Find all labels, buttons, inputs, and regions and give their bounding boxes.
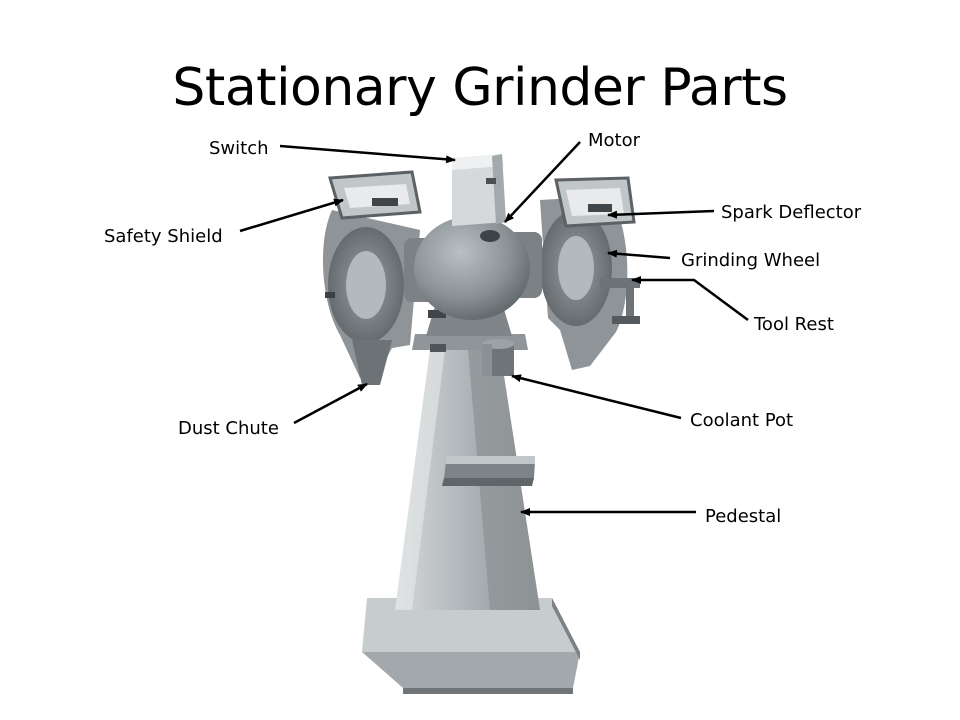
left-shield-frame bbox=[328, 170, 422, 220]
grinding-wheel-leader bbox=[607, 249, 671, 260]
label-spark-deflector: Spark Deflector bbox=[721, 202, 862, 223]
label-tool-rest: Tool Rest bbox=[754, 314, 834, 335]
label-switch: Switch bbox=[209, 138, 269, 159]
label-pedestal: Pedestal bbox=[705, 506, 782, 527]
spark-deflector-leader bbox=[607, 209, 715, 219]
grinder-illustration bbox=[322, 154, 640, 694]
safety-shield-leader bbox=[239, 198, 344, 233]
right-tool-rest bbox=[600, 278, 640, 324]
right-shield-frame bbox=[554, 176, 636, 228]
tool-rest-leader bbox=[631, 276, 749, 322]
label-grinding-wheel: Grinding Wheel bbox=[681, 250, 821, 271]
dust-chute-leader bbox=[293, 382, 368, 425]
pedestal-base bbox=[362, 598, 580, 694]
label-safety-shield: Safety Shield bbox=[104, 226, 223, 247]
left-wheel-guard bbox=[322, 210, 420, 385]
label-coolant-pot: Coolant Pot bbox=[690, 410, 794, 431]
motor-leader bbox=[504, 141, 581, 223]
leader-lines bbox=[239, 141, 749, 516]
pedestal-shelf bbox=[442, 456, 535, 486]
right-wheel-guard bbox=[540, 196, 628, 370]
switch-box bbox=[452, 154, 506, 226]
motor-body bbox=[404, 216, 542, 320]
label-dust-chute: Dust Chute bbox=[178, 418, 279, 439]
page-title: Stationary Grinder Parts bbox=[172, 58, 788, 118]
switch-leader bbox=[279, 144, 456, 164]
coolant-pot-leader bbox=[511, 374, 682, 420]
label-motor: Motor bbox=[588, 130, 641, 151]
coolant-pot bbox=[482, 339, 514, 376]
